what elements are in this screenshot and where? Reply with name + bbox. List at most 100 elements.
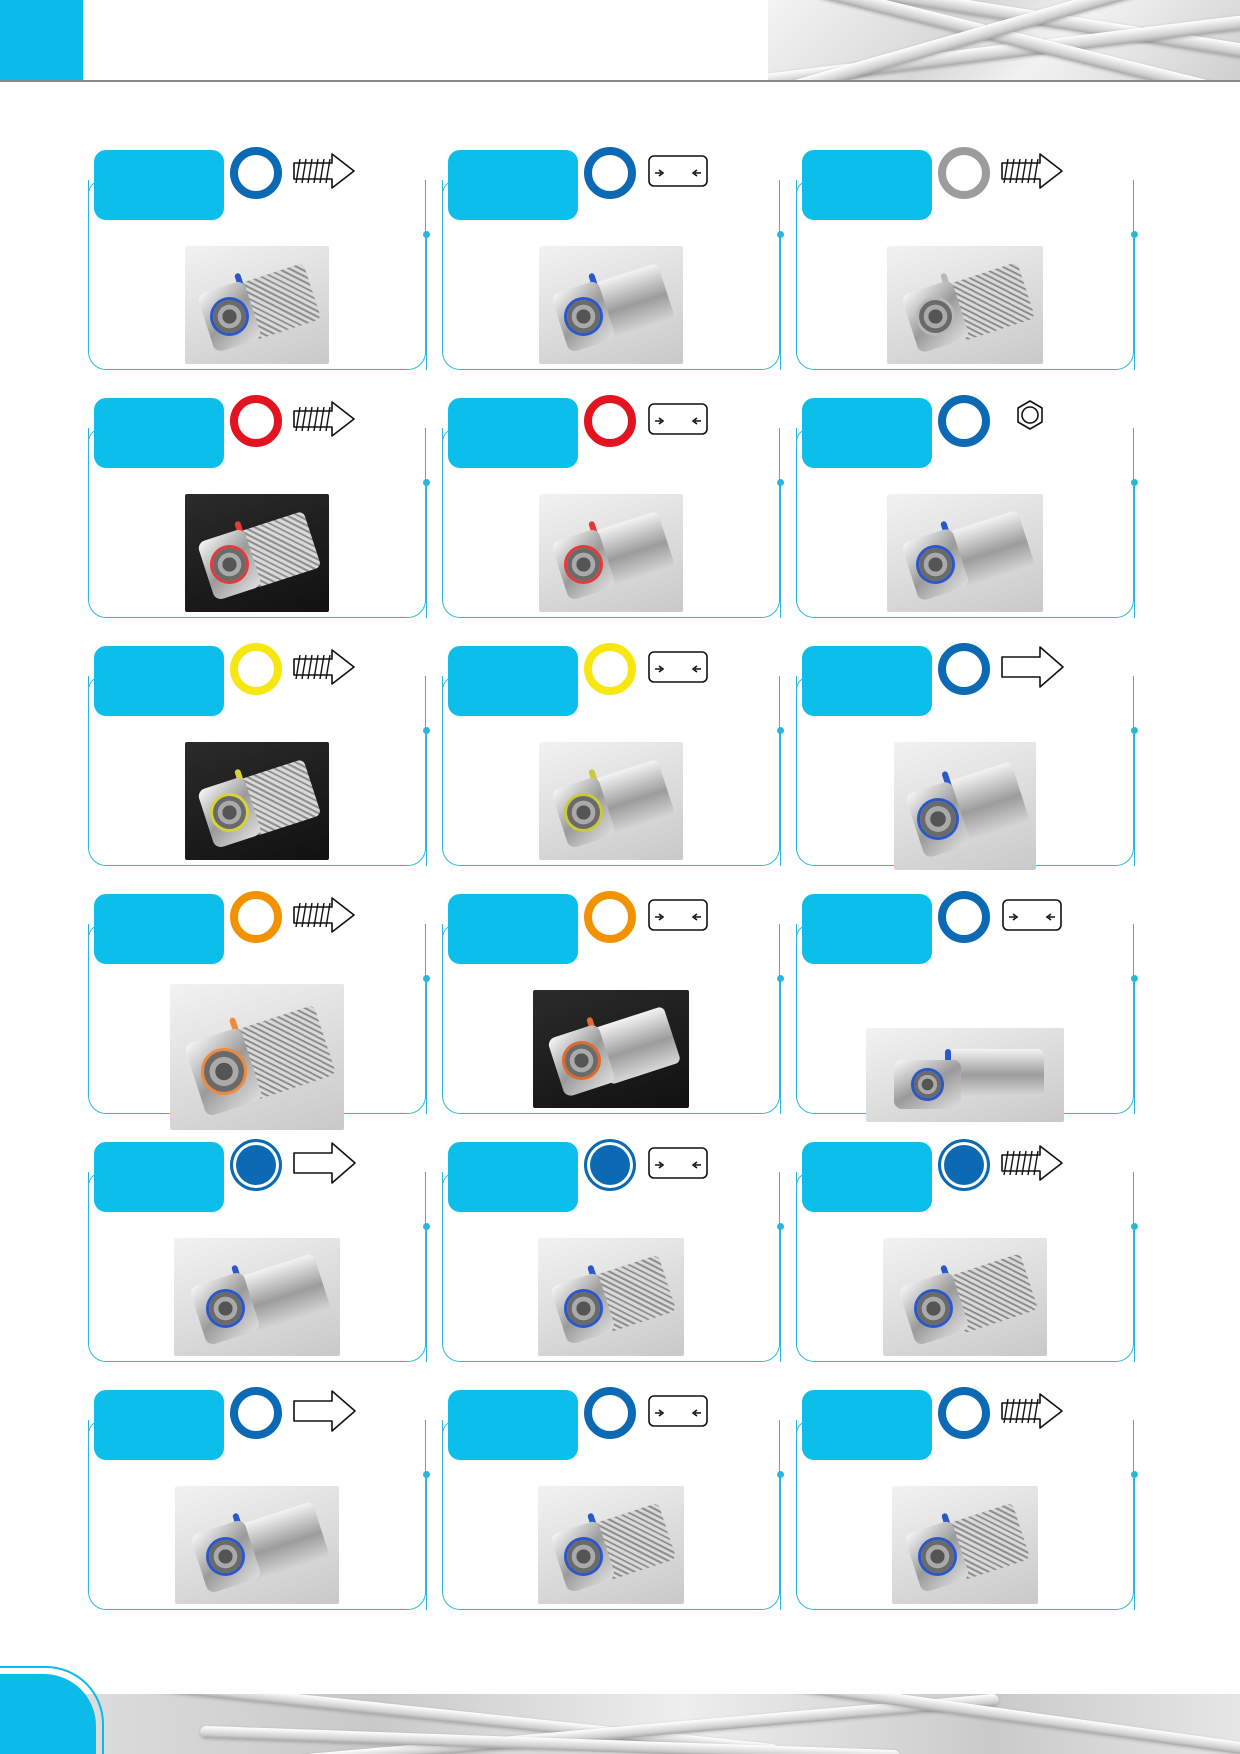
- card-right-edge: [1133, 1228, 1135, 1362]
- product-card: [87, 1380, 430, 1610]
- product-label-tab: [94, 1142, 224, 1212]
- card-edge-dot: [423, 975, 430, 982]
- card-right-edge: [1133, 236, 1135, 370]
- connector-opening: [566, 1540, 600, 1574]
- card-edge-dot: [1131, 975, 1138, 982]
- footer-cable-image: [0, 1694, 1240, 1754]
- cable-color-ring-icon: [938, 643, 990, 695]
- cable-color-ring-icon: [584, 147, 636, 199]
- product-label-tab: [448, 1390, 578, 1460]
- product-label-tab: [802, 1390, 932, 1460]
- compression-box-icon: [648, 651, 708, 683]
- cable-color-ring-icon: [230, 147, 282, 199]
- product-photo: [185, 494, 329, 612]
- mount-type-symbol: [646, 146, 712, 196]
- connector-opening: [213, 548, 247, 582]
- mount-type-symbol: [1000, 642, 1066, 692]
- product-label-tab: [802, 1142, 932, 1212]
- product-card: [795, 140, 1138, 370]
- product-card: [441, 636, 784, 866]
- card-edge-dot: [1131, 1471, 1138, 1478]
- mount-type-symbol: [292, 1138, 358, 1188]
- cable-color-ring-icon: [938, 1139, 990, 1191]
- card-edge-dot: [1131, 479, 1138, 486]
- mount-type-symbol: [646, 394, 712, 444]
- connector-body: [949, 1048, 1045, 1096]
- card-right-edge: [425, 732, 427, 866]
- product-card: [795, 636, 1138, 870]
- product-photo: [887, 494, 1043, 612]
- product-label-tab: [94, 150, 224, 220]
- card-right-edge: [425, 484, 427, 618]
- card-right-edge: [779, 236, 781, 370]
- connector-opening: [914, 1071, 941, 1098]
- compression-box-icon: [648, 1395, 708, 1427]
- product-card: [87, 884, 430, 1130]
- cable-color-ring-icon: [938, 147, 990, 199]
- product-photo: [894, 742, 1036, 870]
- product-photo: [185, 246, 329, 364]
- card-right-edge: [425, 980, 427, 1114]
- product-card: [87, 636, 430, 866]
- footer-page-tab: [0, 1666, 104, 1754]
- card-edge-dot: [777, 727, 784, 734]
- push-on-arrow-icon: [293, 1142, 356, 1184]
- product-label-tab: [802, 646, 932, 716]
- twist-on-arrow-icon: [1001, 153, 1063, 189]
- connector-opening: [209, 1540, 243, 1574]
- connector-opening: [918, 300, 952, 334]
- product-card: [441, 1132, 784, 1362]
- card-edge-dot: [777, 1471, 784, 1478]
- product-label-tab: [94, 894, 224, 964]
- card-edge-dot: [777, 231, 784, 238]
- cable-color-ring-icon: [938, 395, 990, 447]
- connector-opening: [213, 796, 247, 830]
- twist-on-arrow-icon: [1001, 1393, 1063, 1429]
- cable-color-ring-icon: [584, 1387, 636, 1439]
- mount-type-symbol: [1000, 394, 1066, 444]
- compression-box-icon: [648, 1147, 708, 1179]
- product-card: [441, 884, 784, 1114]
- product-card: [87, 1132, 430, 1362]
- card-edge-dot: [423, 1223, 430, 1230]
- mount-type-symbol: [292, 1386, 358, 1436]
- card-edge-dot: [777, 479, 784, 486]
- mount-type-symbol: [646, 1386, 712, 1436]
- product-photo: [174, 1238, 340, 1356]
- product-label-tab: [448, 398, 578, 468]
- mount-type-symbol: [1000, 1386, 1066, 1436]
- product-photo: [866, 1028, 1064, 1122]
- card-right-edge: [425, 1228, 427, 1362]
- compression-box-icon: [1002, 899, 1062, 931]
- product-photo: [538, 1238, 684, 1356]
- connector-opening: [566, 1292, 600, 1326]
- push-on-arrow-icon: [293, 1390, 356, 1432]
- product-card: [795, 1380, 1138, 1610]
- card-edge-dot: [777, 1223, 784, 1230]
- card-edge-dot: [1131, 727, 1138, 734]
- connector-opening: [567, 300, 601, 334]
- cable-color-ring-icon: [584, 891, 636, 943]
- mount-type-symbol: [646, 1138, 712, 1188]
- card-right-edge: [779, 484, 781, 618]
- twist-on-arrow-icon: [1001, 1145, 1063, 1181]
- product-photo: [185, 742, 329, 860]
- mount-type-symbol: [292, 642, 358, 692]
- mount-type-symbol: [646, 642, 712, 692]
- cable-color-ring-icon: [230, 1139, 282, 1191]
- connector-opening: [567, 796, 601, 830]
- compression-box-icon: [648, 899, 708, 931]
- mount-type-symbol: [646, 890, 712, 940]
- twist-on-arrow-icon: [293, 897, 355, 933]
- product-photo: [175, 1486, 339, 1604]
- cable-color-ring-icon: [584, 643, 636, 695]
- product-label-tab: [448, 150, 578, 220]
- cable-color-ring-icon: [230, 1387, 282, 1439]
- product-photo: [892, 1486, 1038, 1604]
- mount-type-symbol: [1000, 146, 1066, 196]
- hex-crimp-icon: [1017, 400, 1043, 430]
- product-photo: [883, 1238, 1047, 1356]
- product-label-tab: [802, 894, 932, 964]
- cable-color-ring-icon: [584, 1139, 636, 1191]
